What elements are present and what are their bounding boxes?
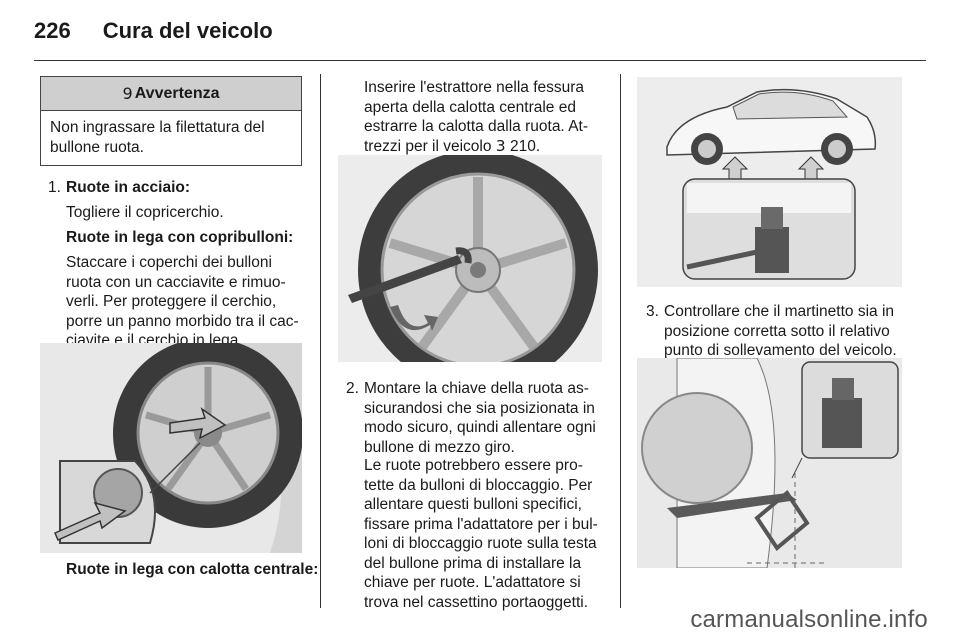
text-line: bullone di mezzo giro. xyxy=(364,438,515,456)
item-1-number: 1. xyxy=(48,179,61,196)
column-divider-2 xyxy=(620,74,621,608)
text-fragment: trezzi per il veicolo xyxy=(364,137,496,155)
text-line: verli. Per proteggere il cerchio, xyxy=(66,293,277,310)
text-line: fissare prima l'adattatore per i bul- xyxy=(364,515,598,533)
header-rule xyxy=(34,60,926,61)
item-3-number: 3. xyxy=(646,303,659,320)
warning-icon: 9 xyxy=(122,84,133,103)
wheel-cap-illustration xyxy=(40,343,302,553)
item-2-number: 2. xyxy=(346,380,359,397)
text-line: allentare questi bulloni specifici, xyxy=(364,496,582,513)
locking-bolts-text: Le ruote potrebbero essere pro- tette da… xyxy=(364,456,614,612)
item-1-title: Ruote in acciaio: xyxy=(66,179,191,196)
warning-text: Non ingrassare la filettatura del bullon… xyxy=(50,119,265,156)
text-line: trova nel cassettino portaoggetti. xyxy=(364,593,589,611)
page-title: Cura del veicolo xyxy=(102,18,273,43)
figure-caption: Ruote in lega con calotta centrale: xyxy=(66,561,319,578)
wheel-wrench-illustration xyxy=(338,155,602,362)
extractor-text: Inserire l'estrattore nella fessura aper… xyxy=(364,78,614,156)
text-line: sicurandosi che sia posizionata in xyxy=(364,399,595,417)
text-line: modo sicuro, quindi allentare ogni xyxy=(364,419,596,436)
jack-points-illustration xyxy=(637,77,902,287)
text-line: trezzi per il veicolo 3 210. xyxy=(364,137,614,157)
text-line: ruota con un cacciavite e rimuo- xyxy=(66,273,286,291)
jack-position-illustration xyxy=(637,358,902,568)
text-line: tette da bulloni di bloccaggio. Per xyxy=(364,476,593,494)
watermark: carmanualsonline.info xyxy=(690,606,928,633)
text-line: porre un panno morbido tra il cac- xyxy=(66,312,299,330)
text-line: estrarre la calotta dalla ruota. At- xyxy=(364,118,589,135)
text-line: loni di bloccaggio ruote sulla testa xyxy=(364,535,597,552)
text-line: chiave per ruote. L'adattatore si xyxy=(364,574,581,591)
alloy-caps-title: Ruote in lega con copribulloni: xyxy=(66,229,294,246)
page-ref-icon: 3 xyxy=(495,136,506,155)
page-number: 226 xyxy=(34,18,71,43)
text-line: Montare la chiave della ruota as- xyxy=(364,380,589,397)
item-3-text: Controllare che il martinetto sia in pos… xyxy=(664,302,920,361)
page-ref-text: 210. xyxy=(505,137,541,155)
text-line: del bullone prima di installare la xyxy=(364,554,582,572)
text-line: Le ruote potrebbero essere pro- xyxy=(364,457,583,474)
text-line: Staccare i coperchi dei bulloni xyxy=(66,254,272,271)
text-line: Controllare che il martinetto sia in xyxy=(664,303,895,320)
column-divider-1 xyxy=(320,74,321,608)
text-line: aperta della calotta centrale ed xyxy=(364,98,576,116)
text-line: punto di sollevamento del veicolo. xyxy=(664,342,897,359)
warning-title: Avvertenza xyxy=(134,84,220,102)
alloy-caps-text: Staccare i coperchi dei bulloni ruota co… xyxy=(66,253,316,351)
page-header: 226 Cura del veicolo xyxy=(34,18,273,44)
item-2-text: Montare la chiave della ruota as- sicura… xyxy=(364,379,614,457)
item-1-text: Togliere il copricerchio. xyxy=(66,204,224,221)
text-line: Inserire l'estrattore nella fessura xyxy=(364,79,585,96)
text-line: posizione corretta sotto il relativo xyxy=(664,322,890,340)
